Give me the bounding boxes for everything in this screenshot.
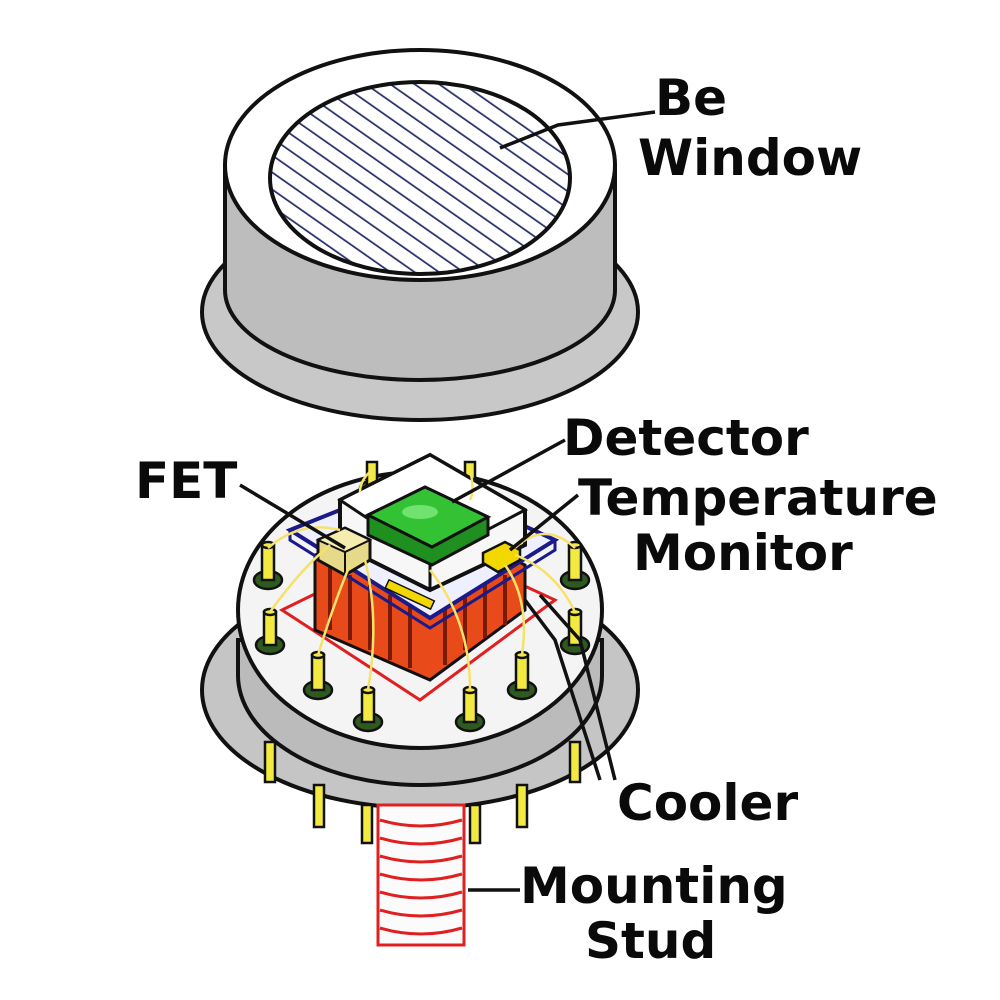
- lower-pin: [263, 740, 277, 784]
- lower-pins: [263, 740, 582, 845]
- lower-pin: [312, 783, 326, 829]
- cooler-leader: [523, 598, 602, 781]
- be-window-leader: [499, 110, 656, 150]
- be-window-label-line1: Be: [655, 69, 727, 127]
- detector-leader: [451, 438, 566, 504]
- temp-monitor-leader: [508, 493, 580, 552]
- lower-pin: [568, 740, 582, 784]
- mounting-stud-label-line1: Mounting: [520, 857, 788, 915]
- cooler-leader-2: [538, 593, 617, 781]
- board-pad: [384, 578, 436, 611]
- mounting-stud-label-line2: Stud: [585, 912, 716, 970]
- fet-leader: [239, 483, 346, 550]
- header-pin: [352, 685, 384, 733]
- fet-label: FET: [135, 452, 237, 510]
- detector-label: Detector: [563, 409, 809, 467]
- detector-chip: [364, 485, 492, 567]
- lower-pin: [468, 803, 482, 845]
- bond-wires: [267, 469, 577, 691]
- be-window-label-line2: Window: [638, 129, 862, 187]
- leader-lines: [239, 110, 656, 892]
- lower-pin: [515, 783, 529, 829]
- cooler-label: Cooler: [617, 774, 798, 832]
- lower-pin: [360, 803, 374, 845]
- temperature-monitor-label-line2: Monitor: [633, 524, 853, 582]
- be-window-cap: [200, 48, 640, 422]
- temperature-monitor-label-line1: Temperature: [578, 469, 938, 527]
- header-pin: [302, 650, 334, 701]
- mounting-stud: [376, 803, 466, 947]
- be-window: [268, 80, 572, 276]
- header-pin: [254, 607, 286, 656]
- header-pin: [252, 540, 284, 591]
